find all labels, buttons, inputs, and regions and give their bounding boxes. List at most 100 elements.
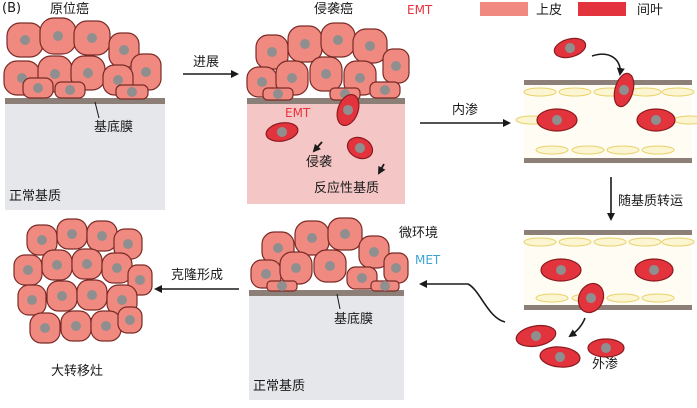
epithelial-cell — [346, 266, 378, 290]
epithelial-cell — [130, 53, 162, 91]
endothelial-cell — [606, 145, 640, 155]
entry-arrow — [591, 53, 625, 76]
invasion-arrow — [312, 141, 323, 153]
mesenchymal-cell — [539, 346, 581, 368]
basement-membrane-line — [247, 98, 405, 104]
epithelial-cell — [76, 279, 108, 311]
panel-label: (B) — [2, 1, 21, 16]
nucleus — [391, 263, 401, 273]
normal-stroma-label: 正常基质 — [253, 379, 305, 394]
nucleus — [20, 35, 30, 45]
nucleus — [601, 343, 611, 353]
nucleus — [325, 261, 335, 271]
epithelial-cell — [17, 284, 47, 316]
epithelial-cell — [60, 310, 92, 342]
mesenchymal-cell — [553, 37, 587, 59]
nucleus — [555, 352, 565, 362]
reactive-stroma-label: 反应性基质 — [314, 180, 379, 196]
endothelial-cell — [523, 237, 557, 247]
epithelial-cell — [320, 22, 356, 58]
mesenchymal-cell — [265, 122, 299, 142]
endothelial-cells — [515, 87, 697, 155]
epithelial-cell — [108, 32, 140, 68]
epithelial-cell — [266, 280, 298, 292]
nucleus — [117, 295, 127, 305]
epithelial-cell — [26, 224, 58, 256]
nucleus — [273, 243, 283, 253]
nucleus — [343, 105, 353, 115]
mesenchymal-cell — [346, 136, 374, 160]
endothelial-cell — [628, 237, 662, 247]
nucleus — [277, 127, 287, 137]
epithelial-cell — [41, 249, 73, 281]
nucleus — [23, 265, 33, 275]
nucleus — [57, 291, 67, 301]
mesenchymal-cell — [536, 108, 578, 132]
epithelial-cell — [71, 248, 103, 280]
nucleus — [37, 235, 47, 245]
mesenchymal-cell — [636, 108, 676, 132]
nucleus — [97, 231, 107, 241]
transport-label: 随基质转运 — [618, 194, 683, 209]
nucleus — [355, 143, 365, 153]
endothelial-cell — [593, 237, 627, 247]
normal-stroma-region — [5, 104, 165, 210]
epithelial-cell — [352, 28, 388, 64]
nucleus — [307, 233, 317, 243]
epithelial-cell — [287, 25, 323, 63]
epithelial-cell — [73, 20, 111, 56]
nucleus — [380, 85, 390, 95]
epithelial-cell — [275, 60, 309, 96]
nucleus — [380, 281, 390, 291]
nucleus — [355, 73, 365, 83]
nucleus — [87, 33, 97, 43]
progression-label: 进展 — [193, 55, 219, 70]
epithelial-cell — [13, 254, 43, 286]
nucleus — [340, 229, 350, 239]
mesenchymal-cell — [634, 258, 674, 282]
vessel-wall-top — [524, 80, 692, 85]
nucleus — [257, 77, 267, 87]
epithelial-cell — [327, 217, 363, 251]
exit-arrow — [568, 317, 586, 338]
endothelial-cell — [535, 293, 569, 303]
normal-stroma-region — [249, 296, 404, 400]
nucleus — [619, 85, 629, 95]
nucleus — [300, 39, 310, 49]
nucleus — [125, 315, 135, 325]
endothelial-cell — [571, 145, 605, 155]
reactive-stroma-region — [247, 104, 405, 204]
nucleus — [531, 331, 541, 341]
epithelial-cell — [358, 235, 390, 269]
basement-membrane-label: 基底膜 — [94, 119, 133, 135]
epithelial-cell — [90, 310, 122, 342]
nucleus — [357, 273, 367, 283]
extravasation-label: 外渗 — [592, 357, 618, 372]
nucleus — [277, 281, 287, 291]
epithelial-cell — [117, 306, 143, 334]
nucleus — [40, 323, 50, 333]
legend-mesenchymal-swatch — [578, 2, 626, 16]
epithelial-cell — [86, 220, 118, 252]
nucleus — [87, 290, 97, 300]
panel-microenvironment: 微环境 MET 基底膜 正常基质 — [249, 217, 441, 400]
nucleus — [321, 69, 331, 79]
macrometastasis-label: 大转移灶 — [51, 364, 103, 379]
reactive-stroma-arrow — [378, 163, 386, 175]
nucleus — [83, 68, 93, 78]
nucleus — [261, 269, 271, 279]
epithelial-cell — [46, 280, 78, 312]
panel-carcinoma-in-situ: 原位癌 基底膜 正常基质 — [3, 1, 165, 210]
endothelial-cell — [558, 237, 592, 247]
nucleus — [391, 61, 401, 71]
epithelial-cell — [262, 87, 294, 101]
epithelial-cell — [279, 251, 313, 285]
epithelial-cell — [6, 22, 44, 58]
basement-membrane-label: 基底膜 — [334, 311, 373, 327]
nucleus — [649, 265, 659, 275]
nucleus — [112, 263, 122, 273]
legend-epithelial-swatch — [480, 2, 528, 16]
basement-membrane-line — [249, 290, 404, 296]
emt-label: EMT — [285, 106, 311, 120]
vessel-extravasation: 外渗 — [515, 230, 695, 372]
